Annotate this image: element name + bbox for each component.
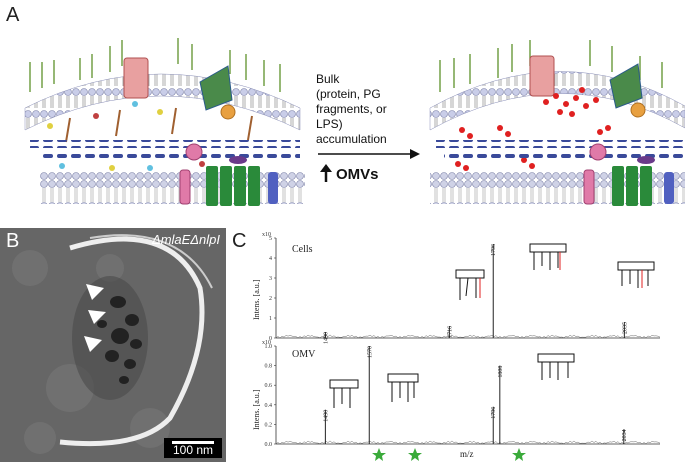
star-icon [408, 448, 422, 461]
baseline-noise [275, 440, 661, 445]
arrowhead-marker [88, 310, 106, 324]
panel-label-a: A [6, 4, 20, 26]
omvs-label: OMVs [336, 166, 379, 183]
peak-label: 1570 [367, 346, 373, 358]
star-markers [372, 448, 526, 461]
panel-label-b: B [6, 230, 20, 252]
y-tick-label: 1.0 [265, 344, 273, 350]
y-tick-label: 0.0 [265, 442, 273, 448]
peak-label: 1796 [491, 407, 497, 419]
strain-label: ΔmlaEΔnlpI [151, 232, 220, 247]
y-tick-label: 0.6 [265, 383, 273, 389]
star-icon [512, 448, 526, 461]
x-axis-label: m/z [460, 449, 474, 459]
peak-label: 2035 [622, 322, 628, 334]
diagram-left [24, 38, 305, 206]
y-tick-label: 4 [269, 256, 272, 262]
y-axis-label-cells: Intens. [a.u.] [252, 279, 261, 320]
y-tick-label: 0.4 [265, 403, 273, 409]
accumulation-text: Bulk (protein, PG fragments, or LPS) acc… [316, 72, 387, 146]
panel-label-c: C [232, 230, 247, 252]
y-tick-label: 0.8 [265, 364, 273, 370]
y-tick-label: 5 [269, 236, 272, 242]
scale-bar: 100 nm [164, 438, 222, 458]
peak-label: 1796 [491, 244, 497, 256]
y-tick-label: 1 [269, 316, 272, 322]
arrowhead-markers [84, 284, 106, 352]
star-icon [372, 448, 386, 461]
membrane-diagram [24, 38, 685, 206]
diagram-right [429, 40, 685, 206]
up-arrow-icon [320, 164, 332, 172]
glycan-structure-icons [329, 243, 655, 408]
y-tick-label: 0.2 [265, 422, 273, 428]
peak-label: 1490 [323, 410, 329, 422]
baseline-noise [275, 334, 661, 339]
y-axis-label-omv: Intens. [a.u.] [252, 389, 261, 430]
electron-micrograph: ΔmlaEΔnlpI 100 nm [0, 228, 226, 462]
peak-label: 1808 [498, 366, 504, 378]
y-tick-label: 0 [269, 336, 272, 342]
arrowhead-marker [86, 284, 104, 300]
peak-label: 1490 [323, 332, 329, 344]
y-tick-label: 3 [269, 276, 272, 282]
y-tick-label: 2 [269, 296, 272, 302]
y-exponent: x10 [262, 232, 271, 238]
y-exponent: x10 [262, 340, 271, 346]
spectrum-cells-title: Cells [292, 244, 313, 255]
spectrum-omv-title: OMV [292, 349, 316, 360]
scale-label: 100 nm [172, 443, 214, 457]
arrowhead-marker [84, 336, 102, 352]
peak-label: 2034 [622, 429, 628, 441]
peak-label: 1716 [447, 326, 453, 338]
